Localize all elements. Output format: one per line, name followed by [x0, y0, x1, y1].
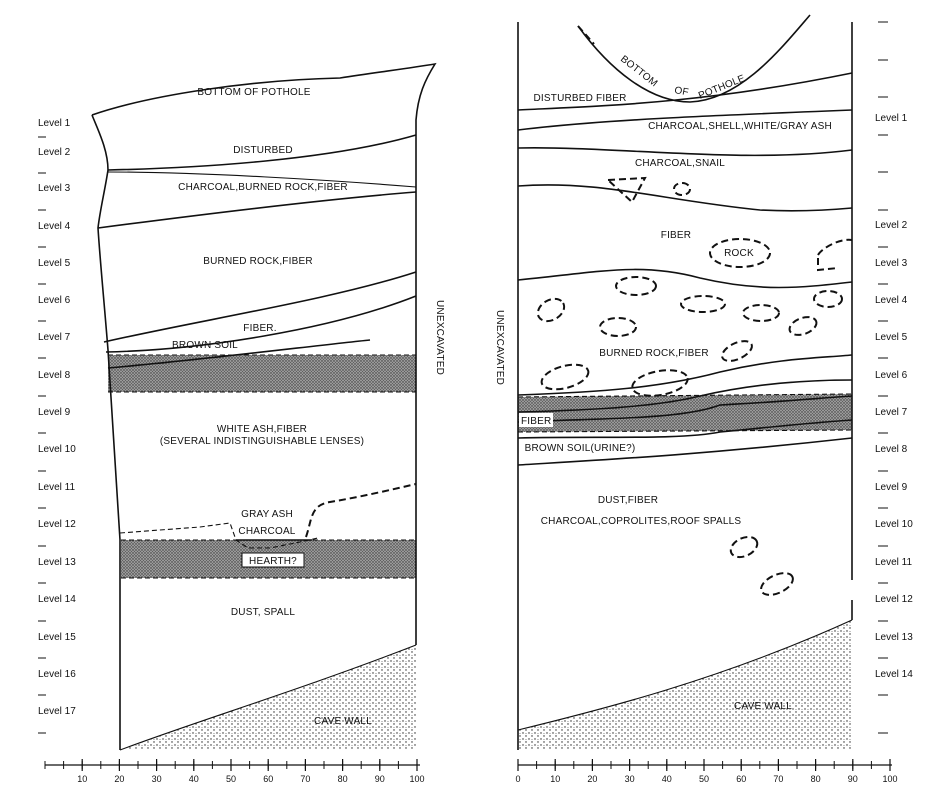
left-label-white-ash-fiber: WHITE ASH,FIBER: [217, 424, 307, 435]
left-level-label: Level 11: [38, 482, 76, 493]
right-level-label: Level 8: [875, 444, 908, 455]
axis-tick-label: 50: [226, 774, 236, 784]
right-level-labels: Level 1 Level 2 Level 3 Level 4 Level 5 …: [875, 113, 913, 680]
axis-tick-label: 50: [699, 774, 709, 784]
right-x-axis: 0 10 20 30 40 50 60 70 80 90 100: [515, 759, 898, 784]
right-axis-ticks: 0 10 20 30 40 50 60 70 80 90 100: [515, 759, 898, 784]
right-level-label: Level 5: [875, 332, 908, 343]
left-level-label: Level 15: [38, 632, 76, 643]
right-level-label: Level 3: [875, 258, 908, 269]
left-level-label: Level 5: [38, 258, 71, 269]
right-label-charcoal-coprolites: CHARCOAL,COPROLITES,ROOF SPALLS: [541, 516, 742, 527]
left-label-gray-ash: GRAY ASH: [241, 509, 293, 520]
right-unexcavated-label: UNEXCAVATED: [494, 310, 505, 385]
right-level-label: Level 1: [875, 113, 908, 124]
right-label-fiber-band: FIBER: [521, 416, 551, 427]
axis-tick-label: 90: [375, 774, 385, 784]
axis-tick-label: 100: [882, 774, 897, 784]
left-profile: Level 1 Level 2 Level 3 Level 4 Level 5 …: [38, 62, 445, 784]
axis-tick-label: 40: [189, 774, 199, 784]
right-label-charcoal-snail: CHARCOAL,SNAIL: [635, 158, 725, 169]
right-level-label: Level 11: [875, 557, 913, 568]
left-level-dividers: [38, 136, 46, 734]
left-label-white-ash-note: (SEVERAL INDISTINGUISHABLE LENSES): [160, 436, 364, 447]
right-level-label: Level 12: [875, 594, 913, 605]
right-rock-outlines: [536, 176, 853, 596]
right-cave-wall-area: [518, 620, 852, 750]
left-level-label: Level 10: [38, 444, 76, 455]
left-unexcavated-label: UNEXCAVATED: [434, 300, 445, 375]
right-label-dust-fiber: DUST,FIBER: [598, 495, 658, 506]
axis-tick-label: 10: [77, 774, 87, 784]
left-profile-outline-left: [91, 114, 121, 750]
right-level-label: Level 7: [875, 407, 908, 418]
axis-tick-label: 90: [848, 774, 858, 784]
right-label-pothole: POTHOLE: [697, 73, 747, 102]
right-level-dividers: [878, 21, 888, 734]
axis-tick-label: 0: [515, 774, 520, 784]
right-label-fiber: FIBER: [661, 230, 691, 241]
left-label-charcoal: CHARCOAL: [238, 526, 295, 537]
left-profile-outline-top-right: [91, 62, 437, 645]
left-level-label: Level 8: [38, 370, 71, 381]
left-label-charcoal-burned-rock-fiber: CHARCOAL,BURNED ROCK,FIBER: [178, 182, 348, 193]
left-level-label: Level 6: [38, 295, 71, 306]
left-axis-ticks: 10 20 30 40 50 60 70 80 90 100: [44, 759, 425, 784]
left-level-label: Level 17: [38, 706, 76, 717]
right-label-bottom: BOTTOM: [618, 54, 659, 90]
left-level-label: Level 9: [38, 407, 71, 418]
right-label-burned-rock-fiber: BURNED ROCK,FIBER: [599, 348, 709, 359]
axis-tick-label: 20: [114, 774, 124, 784]
left-level-label: Level 1: [38, 118, 71, 129]
axis-tick-label: 60: [263, 774, 273, 784]
right-profile: BOTTOM OF POTHOLE DISTURBED FIBER CHARCO…: [494, 14, 913, 784]
left-label-dust-spall: DUST, SPALL: [231, 607, 295, 618]
right-label-charcoal-shell-ash: CHARCOAL,SHELL,WHITE/GRAY ASH: [648, 121, 832, 132]
left-dark-band-level8: [108, 355, 416, 392]
axis-tick-label: 30: [625, 774, 635, 784]
right-level-label: Level 14: [875, 669, 913, 680]
left-label-disturbed: DISTURBED: [233, 145, 293, 156]
left-label-hearth: HEARTH?: [249, 556, 297, 567]
left-level-label: Level 14: [38, 594, 76, 605]
left-level-label: Level 13: [38, 557, 76, 568]
axis-tick-label: 10: [550, 774, 560, 784]
right-level-label: Level 6: [875, 370, 908, 381]
right-level-label: Level 10: [875, 519, 913, 530]
right-level-label: Level 13: [875, 632, 913, 643]
right-label-brown-soil: BROWN SOIL(URINE?): [525, 443, 636, 454]
left-x-axis: 10 20 30 40 50 60 70 80 90 100: [44, 759, 425, 784]
left-level-label: Level 3: [38, 183, 71, 194]
axis-tick-label: 70: [300, 774, 310, 784]
axis-tick-label: 80: [338, 774, 348, 784]
left-level-label: Level 16: [38, 669, 76, 680]
left-level-label: Level 4: [38, 221, 71, 232]
left-label-burned-rock-fiber: BURNED ROCK,FIBER: [203, 256, 313, 267]
right-label-cave-wall: CAVE WALL: [734, 701, 792, 712]
left-label-fiber: FIBER.: [243, 323, 276, 334]
axis-tick-label: 60: [736, 774, 746, 784]
left-level-label: Level 7: [38, 332, 71, 343]
right-level-label: Level 2: [875, 220, 908, 231]
left-level-label: Level 2: [38, 147, 71, 158]
axis-tick-label: 80: [811, 774, 821, 784]
left-level-label: Level 12: [38, 519, 76, 530]
axis-tick-label: 30: [152, 774, 162, 784]
left-level-labels: Level 1 Level 2 Level 3 Level 4 Level 5 …: [38, 118, 76, 717]
left-label-brown-soil: BROWN SOIL: [172, 340, 238, 351]
right-label-rock: ROCK: [724, 248, 754, 259]
axis-tick-label: 20: [587, 774, 597, 784]
right-label-disturbed-fiber: DISTURBED FIBER: [533, 93, 626, 104]
right-pothole-curve: [577, 14, 811, 103]
right-level-label: Level 9: [875, 482, 908, 493]
right-level-label: Level 4: [875, 295, 908, 306]
right-label-of: OF: [673, 85, 689, 98]
axis-tick-label: 40: [662, 774, 672, 784]
axis-tick-label: 70: [773, 774, 783, 784]
left-label-bottom-of-pothole: BOTTOM OF POTHOLE: [197, 87, 310, 98]
left-label-cave-wall: CAVE WALL: [314, 716, 372, 727]
axis-tick-label: 100: [409, 774, 424, 784]
